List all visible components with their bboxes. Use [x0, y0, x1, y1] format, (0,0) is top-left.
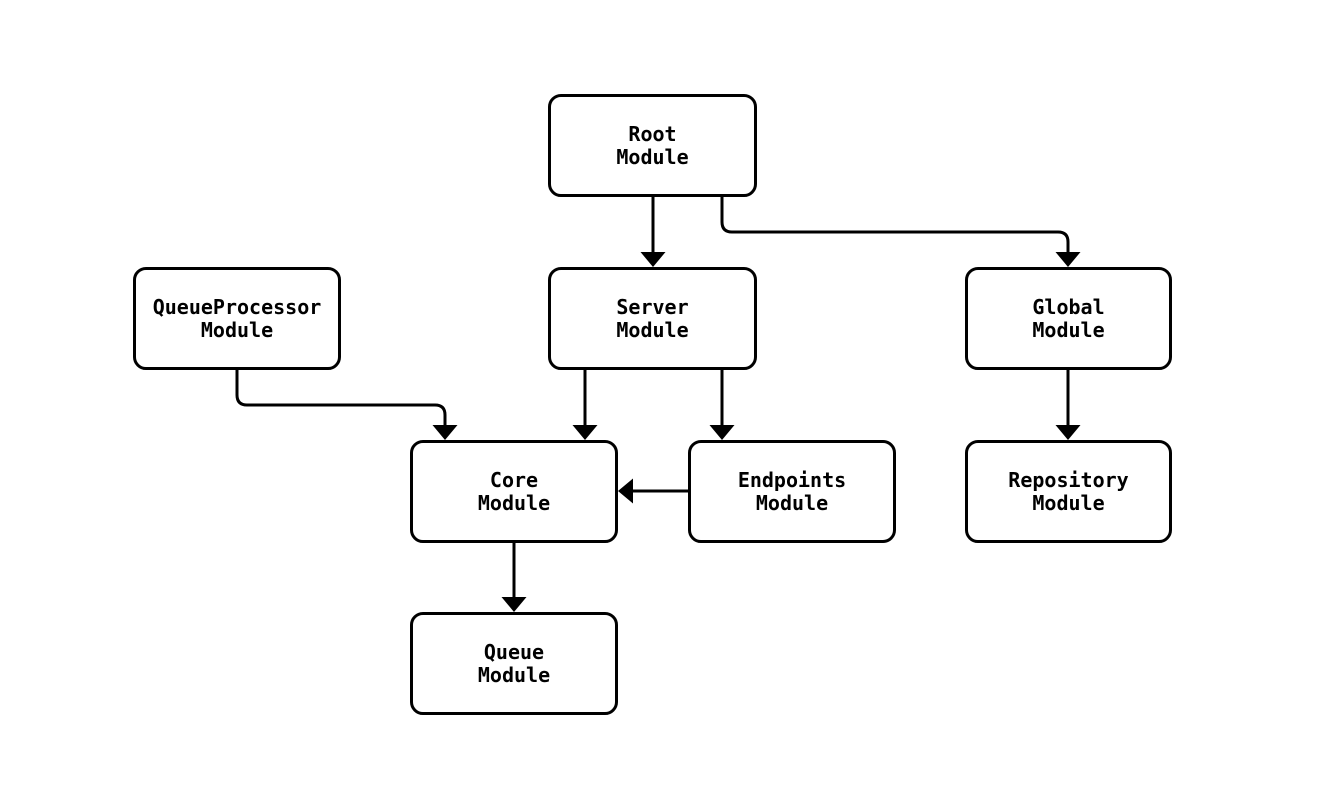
arrowhead-queueprocessor-core	[432, 425, 458, 440]
node-server-module-label: Server Module	[616, 294, 689, 342]
edge-queueprocessor-core	[235, 370, 447, 425]
arrowhead-server-core	[572, 425, 598, 440]
node-core-module: Core Module	[410, 440, 618, 543]
arrowhead-root-server	[640, 252, 666, 267]
node-root-module: Root Module	[548, 94, 757, 197]
node-queue-module-label: Queue Module	[477, 639, 551, 687]
node-root-module-label: Root Module	[616, 121, 689, 169]
node-queue-module: Queue Module	[410, 612, 618, 715]
node-repository-module: Repository Module	[965, 440, 1172, 543]
edge-root-global	[720, 197, 1070, 252]
arrowhead-global-repository	[1055, 425, 1081, 440]
node-global-module: Global Module	[965, 267, 1172, 370]
arrowhead-root-global	[1055, 252, 1081, 267]
node-queueprocessor-module-label: QueueProcessor Module	[152, 294, 322, 342]
node-endpoints-module: Endpoints Module	[688, 440, 896, 543]
arrowhead-server-endpoints	[709, 425, 735, 440]
node-global-module-label: Global Module	[1032, 294, 1105, 342]
node-repository-module-label: Repository Module	[1008, 467, 1129, 515]
node-server-module: Server Module	[548, 267, 757, 370]
node-endpoints-module-label: Endpoints Module	[737, 467, 847, 515]
arrowhead-endpoints-core	[618, 478, 633, 504]
arrowhead-core-queue	[501, 597, 527, 612]
node-queueprocessor-module: QueueProcessor Module	[133, 267, 341, 370]
node-core-module-label: Core Module	[477, 467, 551, 515]
